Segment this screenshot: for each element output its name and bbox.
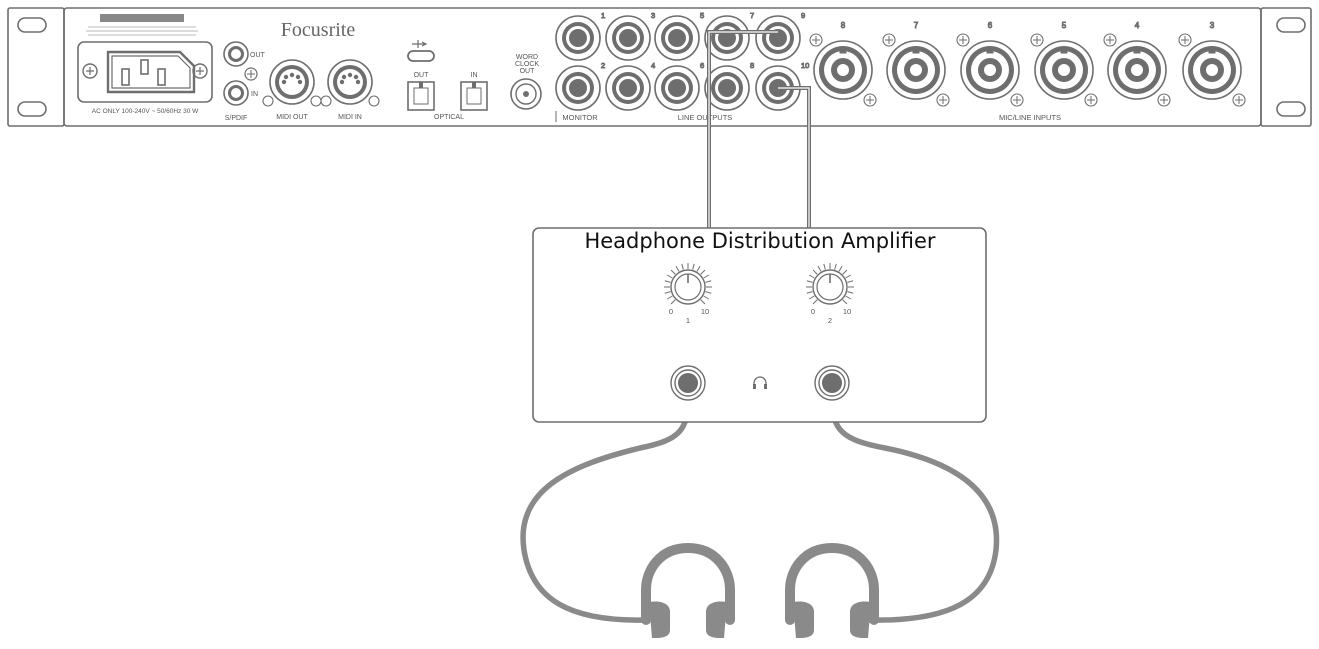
jack-9: 9 xyxy=(755,11,806,61)
input-number-label: 3 xyxy=(1210,21,1215,30)
midi-in-label: MIDI IN xyxy=(338,114,362,121)
monitor-label: MONITOR xyxy=(562,113,598,122)
knob-max-label: 10 xyxy=(843,307,851,316)
jack-number-label: 2 xyxy=(601,61,605,70)
jack-2: 2 xyxy=(555,61,606,111)
jack-number-label: 3 xyxy=(651,11,655,20)
jack-number-label: 5 xyxy=(700,11,704,20)
cables xyxy=(520,30,1000,623)
line-out-cable-10 xyxy=(778,86,811,228)
headphone-output-jack-2 xyxy=(814,365,850,401)
optical-out-label: OUT xyxy=(414,72,430,79)
jack-8: 8 xyxy=(704,61,755,111)
rack-labels: Focusrite AC ONLY 100-240V ~ 50/60Hz 30 … xyxy=(92,19,1061,122)
rack-ear-right xyxy=(1260,7,1312,127)
mic-line-inputs-label: MIC/LINE INPUTS xyxy=(999,113,1061,122)
input-number-label: 4 xyxy=(1135,21,1140,30)
volume-knob-1[interactable]: 0 10 1 xyxy=(664,263,712,325)
jack-number-label: 9 xyxy=(801,11,805,20)
line-outputs-label: LINE OUTPUTS xyxy=(678,113,733,122)
midi-in-port xyxy=(320,59,380,107)
knob-min-label: 0 xyxy=(669,307,673,316)
optical-in-label: IN xyxy=(471,72,478,79)
input-number-label: 5 xyxy=(1062,21,1067,30)
midi-out-label: MIDI OUT xyxy=(276,114,308,121)
spdif-in-label: IN xyxy=(251,91,258,98)
jack-1: 1 xyxy=(555,11,606,61)
usb-c-port xyxy=(407,50,435,62)
mic-line-input-8: 8 xyxy=(809,21,877,107)
spdif-out-label: OUT xyxy=(250,52,266,59)
jack-5: 5 xyxy=(654,11,705,61)
rack-hole xyxy=(1276,17,1306,33)
rack-hole xyxy=(17,17,47,33)
rack-body xyxy=(63,7,1262,127)
jack-number-label: 10 xyxy=(801,61,809,70)
brand-logo: Focusrite xyxy=(281,19,356,41)
mic-line-input-5: 5 xyxy=(1030,21,1098,107)
rack-interface: 1 2 3 4 5 6 7 8 9 10 8 7 6 5 4 3 xyxy=(7,7,1312,127)
mic-line-input-4: 4 xyxy=(1103,21,1171,107)
usb-icon xyxy=(412,40,428,48)
volume-knob-2[interactable]: 0 10 2 xyxy=(806,263,854,325)
optical-out-port xyxy=(407,81,435,111)
jack-number-label: 8 xyxy=(750,61,754,70)
optical-in-port xyxy=(460,81,488,111)
jack-number-label: 4 xyxy=(651,61,655,70)
headphone-icon xyxy=(753,376,767,389)
rack-hole xyxy=(17,101,47,117)
knob-number-label: 1 xyxy=(686,316,690,325)
mic-line-input-3: 3 xyxy=(1178,21,1246,107)
knob-number-label: 2 xyxy=(828,316,832,325)
power-socket xyxy=(77,41,213,103)
jack-number-label: 6 xyxy=(700,61,704,70)
spdif-in-jack xyxy=(223,80,249,106)
jack-4: 4 xyxy=(605,61,656,111)
optical-label: OPTICAL xyxy=(434,114,464,121)
headphones-left xyxy=(641,542,735,638)
word-clock-label-1: WORD xyxy=(516,54,538,61)
rack-hole xyxy=(1276,101,1306,117)
rack-ear-left xyxy=(7,7,65,127)
headphone-output-jack-1 xyxy=(670,365,706,401)
headphones-right xyxy=(785,542,879,638)
input-number-label: 7 xyxy=(914,21,919,30)
jack-7: 7 xyxy=(704,11,755,61)
line-out-cable-9 xyxy=(707,30,778,228)
mic-line-input-6: 6 xyxy=(956,21,1024,107)
knob-max-label: 10 xyxy=(701,307,709,316)
jack-3: 3 xyxy=(605,11,656,61)
word-clock-label-3: OUT xyxy=(520,68,536,75)
screw-icon xyxy=(244,67,258,81)
input-number-label: 8 xyxy=(841,21,846,30)
headphone-cable-left xyxy=(520,395,691,623)
midi-out-port xyxy=(262,59,322,107)
spdif-label: S/PDIF xyxy=(225,115,248,122)
knob-min-label: 0 xyxy=(811,307,815,316)
headphone-cable-right xyxy=(829,395,1000,623)
amplifier-title: Headphone Distribution Amplifier xyxy=(584,229,935,253)
input-number-label: 6 xyxy=(988,21,993,30)
warning-banner xyxy=(100,14,184,22)
power-label: AC ONLY 100-240V ~ 50/60Hz 30 W xyxy=(92,108,199,115)
jack-number-label: 7 xyxy=(750,11,754,20)
jack-number-label: 1 xyxy=(601,11,605,20)
jack-10: 10 xyxy=(755,61,810,111)
word-clock-out-jack xyxy=(510,78,542,110)
spdif-out-jack xyxy=(223,41,249,67)
jack-6: 6 xyxy=(654,61,705,111)
amplifier-body xyxy=(532,227,987,423)
word-clock-label-2: CLOCK xyxy=(515,61,539,68)
mic-line-input-7: 7 xyxy=(882,21,950,107)
